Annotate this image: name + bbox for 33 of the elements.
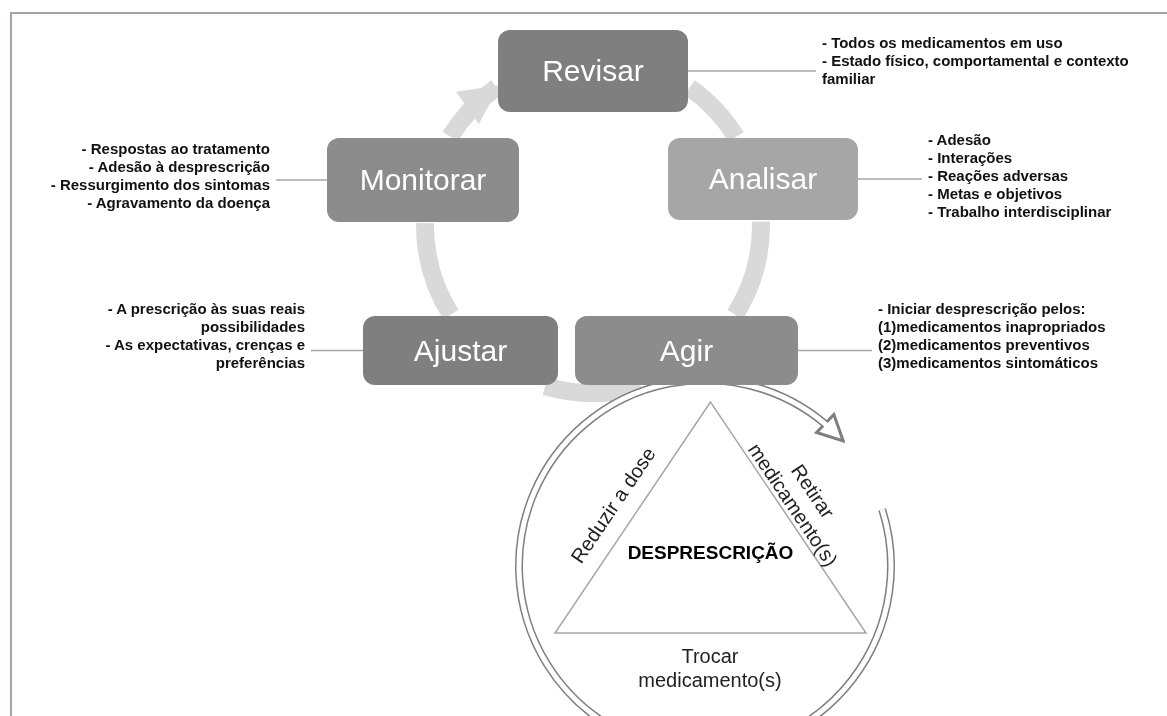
leader-line [275, 179, 328, 181]
bullet-text: (3)medicamentos sintomáticos [878, 354, 1100, 372]
step-box [363, 316, 558, 385]
bullet-text: - Adesão à desprescrição [87, 158, 270, 176]
step-label: Revisar [542, 56, 644, 86]
leader-line [857, 178, 923, 180]
bullet-text: - Adesão [928, 131, 992, 149]
bullet-text: - Agravamento da doença [86, 194, 270, 212]
bullet-text: - A prescrição às suas reais possibilidades [106, 300, 305, 336]
leader-line [310, 349, 364, 352]
bullet-text: - Respostas ao tratamento [80, 140, 270, 158]
leader-line [797, 349, 873, 352]
bullet-text: - Todos os medicamentos em uso [822, 34, 1064, 52]
step-box [327, 138, 519, 222]
side-label: Trocar medicamento(s) [637, 644, 783, 692]
bullet-text: (1)medicamentos inapropriados [878, 318, 1107, 336]
leader-line [687, 70, 817, 72]
step-box [498, 30, 688, 112]
bullet-text: (2)medicamentos preventivos [878, 336, 1091, 354]
bullet-text: - Interações [928, 149, 1014, 167]
step-label: Ajustar [413, 335, 508, 366]
bullet-text: - Estado físico, comportamental e contexto familiar [822, 52, 1130, 88]
step-box [575, 316, 798, 385]
bullet-text: - Reações adversas [928, 167, 1070, 185]
bullet-text: - Iniciar desprescrição pelos: [878, 300, 1087, 318]
step-box [668, 138, 858, 220]
step-label: Agir [659, 335, 714, 366]
bullet-text: - Metas e objetivos [928, 185, 1064, 203]
bullet-text: - As expectativas, crenças e preferências [104, 336, 305, 372]
step-label: Analisar [708, 164, 818, 194]
bullet-text: - Trabalho interdisciplinar [928, 203, 1113, 221]
step-label: Monitorar [359, 165, 487, 195]
bullet-text: - Ressurgimento dos sintomas [49, 176, 270, 194]
